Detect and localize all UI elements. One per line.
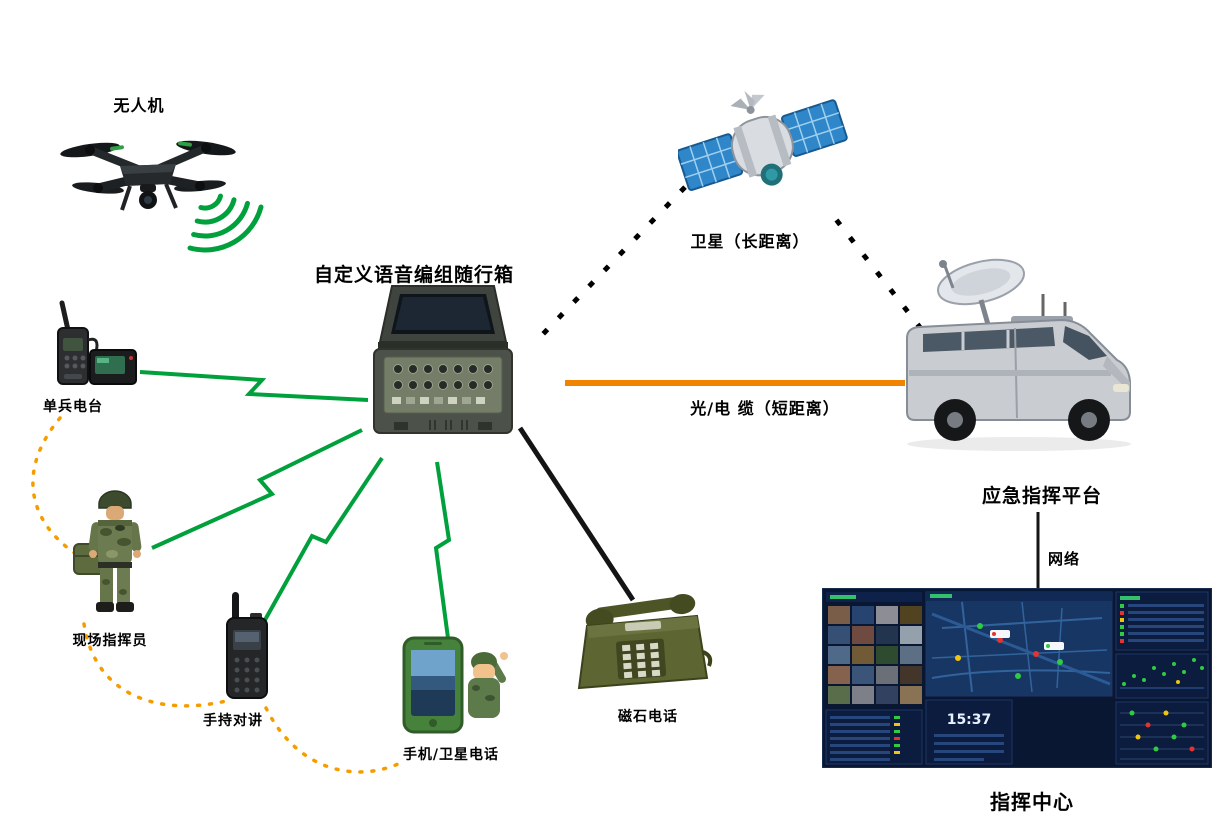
command-center-label: 指挥中心 — [990, 790, 1074, 814]
case-node — [368, 282, 518, 451]
magneto-phone-node — [565, 582, 715, 708]
van-label: 应急指挥平台 — [981, 485, 1103, 507]
satellite-icon — [676, 90, 848, 191]
soldier-radio-node — [42, 300, 142, 399]
drone-node — [58, 118, 238, 237]
sat-phone-label: 手机/卫星电话 — [402, 747, 500, 763]
command-center-clock: 15:37 — [947, 712, 992, 728]
van-icon — [906, 258, 1131, 451]
field-commander-node — [68, 484, 163, 628]
link-handheld-phone-dotted — [264, 706, 400, 774]
link-case-satellite-dotted — [541, 180, 692, 336]
drone-label: 无人机 — [113, 96, 165, 115]
drone-icon — [60, 140, 236, 211]
link-phone-case-wireless — [433, 461, 452, 639]
case-icon — [373, 285, 513, 434]
link-radio-case-wireless — [139, 370, 369, 402]
handheld-radio-icon — [226, 592, 268, 699]
magneto-phone-icon — [577, 593, 713, 690]
sat-phone-node — [398, 632, 508, 741]
link-handheld-case-wireless — [254, 456, 384, 637]
soldier-radio-label: 单兵电台 — [43, 399, 103, 415]
van-node — [893, 242, 1138, 471]
case-label: 自定义语音编组随行箱 — [313, 264, 515, 286]
command-center-node: 15:37 — [821, 587, 1213, 772]
satellite-label: 卫星（长距离） — [690, 232, 810, 251]
handheld-radio-label: 手持对讲 — [203, 713, 263, 729]
link-case-magneto-wired — [517, 426, 636, 602]
command-center-screen: 15:37 — [821, 587, 1213, 769]
magneto-phone-label: 磁石电话 — [618, 709, 678, 725]
satellite-node — [676, 78, 848, 217]
handheld-radio-node — [222, 590, 274, 709]
network-label: 网络 — [1048, 550, 1081, 568]
soldier-radio-icon — [57, 300, 137, 385]
cable-label: 光/电 缆（短距离） — [690, 399, 840, 418]
sat-phone-icon — [402, 636, 508, 734]
link-commander-case-wireless — [151, 428, 363, 550]
field-commander-icon — [73, 490, 142, 612]
field-commander-label: 现场指挥员 — [72, 633, 148, 649]
